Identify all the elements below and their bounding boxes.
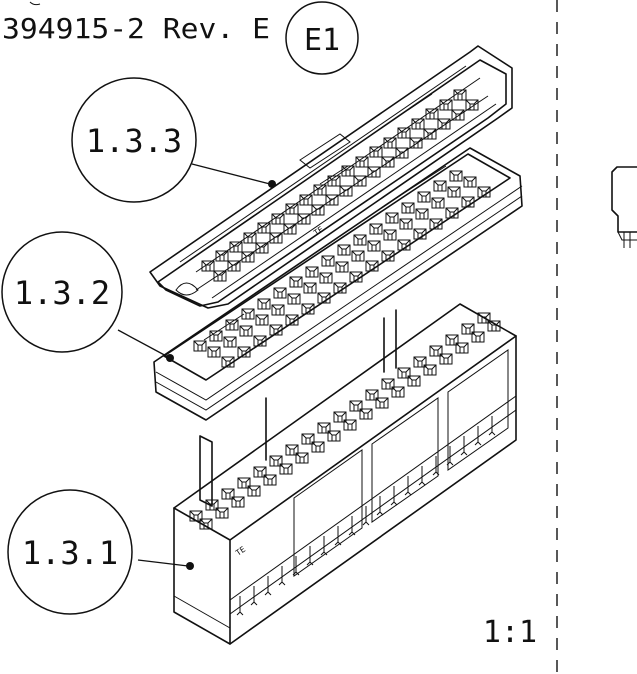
clipped-text-fragment [29,1,41,6]
callout-bubble-1-3-2 [1,231,123,353]
callout-bubble-1-3-3 [71,77,197,203]
part-1-3-1: TE [173,303,517,645]
guide-post [199,435,213,507]
alignment-posts [265,309,397,461]
part-logo-1-3-1: TE [234,545,247,558]
callout-label-1-3-1: 1.3.1 [22,534,118,572]
revision-bubble-label: E1 [304,23,340,58]
callout-bubble-1-3-1 [7,489,133,615]
revision-bubble [285,1,359,75]
callout-label-1-3-2: 1.3.2 [14,274,110,312]
side-view-fragment [611,166,637,248]
callout-label-1-3-3: 1.3.3 [86,122,182,160]
scale-label: 1:1 [483,615,537,650]
leader-lines [117,163,276,570]
part-1-3-2 [153,147,523,421]
document-number: 394915-2 Rev. E [2,12,270,45]
